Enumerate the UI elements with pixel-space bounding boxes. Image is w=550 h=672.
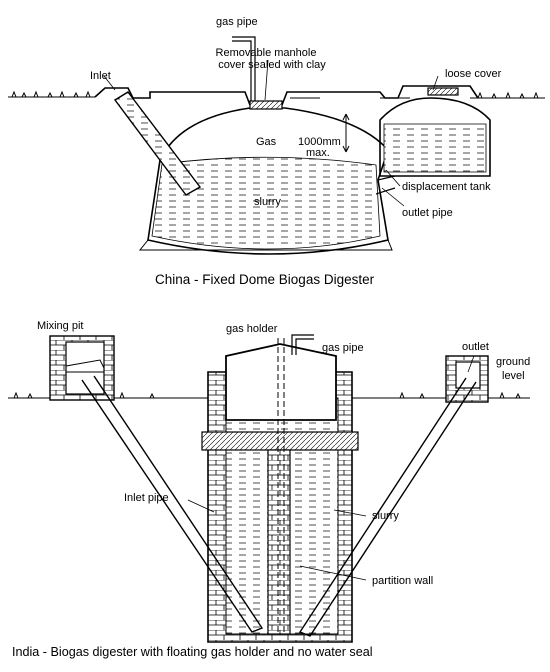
india-guide-frame xyxy=(201,431,359,451)
china-slurry-label: slurry xyxy=(254,196,281,208)
china-slurry xyxy=(151,156,381,250)
india-gas-pipe xyxy=(291,334,314,355)
india-outlet-label: outlet xyxy=(462,341,489,353)
china-gas-pipe-label: gas pipe xyxy=(216,16,258,28)
china-inlet-pipe xyxy=(113,91,202,196)
india-outlet-pipe xyxy=(298,377,477,637)
china-depth-label-line1: 1000mm xyxy=(298,136,341,148)
china-displacement-tank-label: displacement tank xyxy=(402,181,491,193)
china-manhole-label-line2: cover sealed with clay xyxy=(218,59,326,71)
china-depth-label-line2: max. xyxy=(306,147,330,159)
india-mixing-pit-label: Mixing pit xyxy=(37,320,84,332)
china-manhole-label-line1: Removable manhole xyxy=(215,47,317,59)
china-gas-label: Gas xyxy=(256,136,277,148)
china-digester-wall xyxy=(147,149,389,255)
india-caption: India - Biogas digester with floating ga… xyxy=(12,645,373,659)
china-manhole-cover xyxy=(249,100,283,110)
india-slurry-label: slurry xyxy=(372,510,399,522)
china-fixed-dome-digester xyxy=(8,36,545,255)
china-top-collar xyxy=(94,85,479,106)
india-gas-holder-label: gas holder xyxy=(226,323,278,335)
india-partition-wall-label: partition wall xyxy=(372,575,434,587)
india-gas-holder xyxy=(225,343,337,421)
india-ground-label-line1: ground xyxy=(496,356,531,368)
india-ground-label-line2: level xyxy=(502,370,525,382)
india-floating-digester xyxy=(8,334,530,643)
china-inlet-label: Inlet xyxy=(90,70,111,82)
china-dome xyxy=(159,107,389,161)
china-depth-marker xyxy=(342,113,350,153)
china-loose-cover xyxy=(427,87,459,96)
india-inlet-pipe-label: Inlet pipe xyxy=(124,492,169,504)
china-gas-pipe xyxy=(232,36,256,101)
india-partition-wall xyxy=(267,449,291,635)
china-loose-cover-label: loose cover xyxy=(445,68,502,80)
india-inlet-pipe xyxy=(81,375,264,633)
china-ground-line xyxy=(8,90,545,99)
china-displacement-tank xyxy=(379,97,491,177)
china-outlet-pipe-label: outlet pipe xyxy=(402,207,453,219)
india-gas-pipe-label: gas pipe xyxy=(322,342,364,354)
china-caption: China - Fixed Dome Biogas Digester xyxy=(155,272,375,287)
